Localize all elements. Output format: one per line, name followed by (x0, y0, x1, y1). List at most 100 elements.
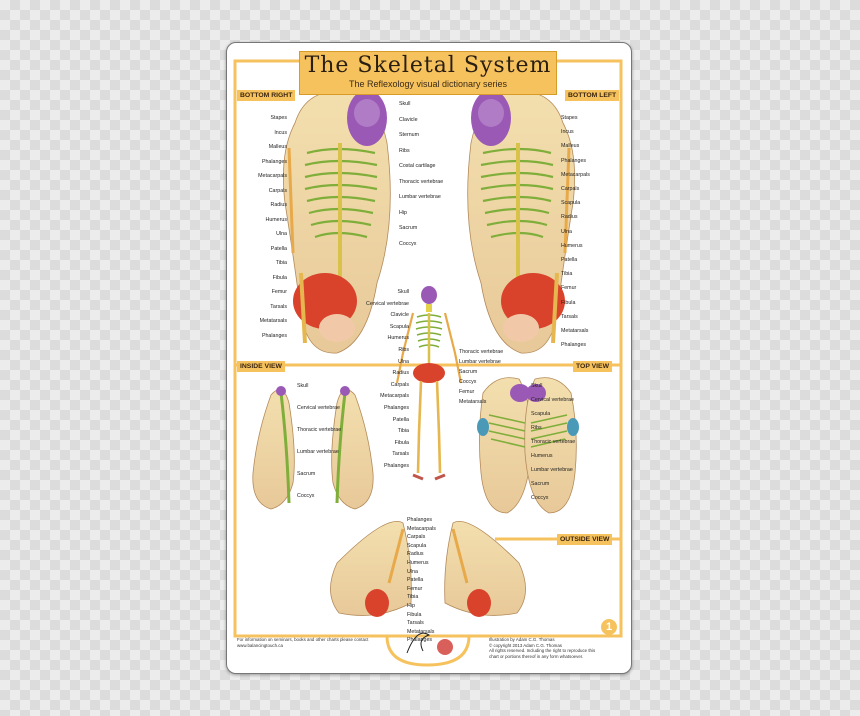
bone-label: Tibia (561, 271, 573, 278)
bone-label: Thoracic vertebrae (459, 349, 504, 355)
bone-label: Coccyx (399, 240, 417, 247)
bone-label: Lumbar vertebrae (459, 359, 501, 365)
bone-label: Radius (392, 370, 410, 377)
bone-label: Fibula (272, 274, 287, 281)
outside-view-feet (330, 521, 526, 655)
bone-label: Metacarpals (380, 393, 409, 400)
bone-label: Ribs (531, 425, 542, 431)
bone-label: Skull (531, 383, 543, 389)
bone-label: Hip (399, 209, 407, 216)
bone-label: Ulna (407, 568, 418, 575)
bone-label: Skull (397, 289, 409, 295)
bone-label: Hip (407, 603, 415, 609)
bone-label: Metacarpals (258, 173, 287, 179)
illustration (233, 59, 623, 667)
bone-label: Phalanges (561, 157, 587, 164)
footer-line: Illustration by Adam C.G. Thomas (489, 637, 555, 642)
bone-label: Metacarpals (561, 171, 590, 178)
bone-label: Thoracic vertebrae (297, 427, 342, 433)
bone-label: Patella (407, 577, 424, 584)
bone-label: Ribs (398, 347, 409, 353)
bone-label: Malleus (268, 144, 287, 150)
chart-subtitle: The Reflexology visual dictionary series (348, 79, 508, 89)
bone-label: Carpals (268, 187, 287, 194)
bone-label: Scapula (407, 542, 427, 549)
bone-label: Tibia (397, 428, 409, 435)
footer-line: All rights reserved. Including the right… (489, 648, 596, 654)
bone-label: Femur (271, 289, 287, 295)
bone-label: Lumbar vertebrae (399, 194, 441, 200)
bone-label: Sacrum (297, 471, 316, 477)
bone-label: Scapula (561, 200, 581, 207)
bone-label: Tarsals (270, 303, 287, 310)
bone-label: Skull (399, 101, 411, 107)
bone-label: Skull (297, 383, 309, 389)
bone-label: Femur (459, 389, 475, 395)
top-view-feet (477, 377, 579, 514)
bone-label: Thoracic vertebrae (399, 178, 444, 185)
bone-label: Lumbar vertebrae (531, 467, 573, 473)
footer-copyright: Illustration by Adam C.G. Thomas © copyr… (489, 637, 599, 659)
bone-label: Metatarsals (459, 399, 487, 405)
bone-label: Radius (270, 202, 288, 208)
bone-label: Coccyx (459, 379, 477, 385)
bone-label: Carpals (561, 186, 580, 192)
full-skeleton (395, 286, 463, 481)
bone-label: Cervical vertebrae (366, 300, 409, 307)
bone-label: Tarsals (561, 313, 578, 320)
bone-label: Incus (561, 129, 574, 136)
bone-label: Clavicle (390, 312, 409, 319)
bone-label: Stapes (270, 115, 288, 121)
bone-label: Ulna (276, 231, 287, 237)
bone-label: Cervical vertebrae (297, 405, 340, 411)
bone-label: Sacrum (531, 481, 550, 487)
bone-label: Lumbar vertebrae (297, 449, 339, 455)
bone-label: Coccyx (531, 495, 549, 501)
bone-label: Metatarsals (259, 318, 287, 324)
bone-label: Femur (407, 585, 423, 592)
bone-label: Humerus (265, 216, 288, 223)
bone-label: Scapula (531, 411, 551, 417)
bottom-right-foot (282, 90, 391, 354)
bone-label: Tarsals (407, 620, 424, 627)
bone-label: Coccyx (297, 493, 315, 499)
bone-label: Metatarsals (561, 328, 589, 334)
bottom-left-foot (467, 90, 576, 354)
bone-label: Carpals (407, 534, 426, 541)
bone-label: Phalanges (261, 158, 287, 165)
footer-url: www.balancingtouch.ca (237, 642, 283, 648)
bone-label: Patella (270, 245, 287, 252)
bone-label: Humerus (407, 560, 429, 566)
bone-label: Stapes (561, 115, 578, 121)
bone-label: Tibia (407, 594, 419, 601)
bone-label: Clavicle (399, 116, 418, 123)
section-top-view: TOP VIEW (573, 361, 612, 372)
bone-label: Phalanges (383, 405, 409, 411)
bone-label: Fibula (561, 299, 576, 306)
footer-contact: For information on seminars, books and o… (237, 637, 387, 648)
bone-label: Thoracic vertebrae (531, 439, 576, 445)
chart-title-box: The Skeletal System The Reflexology visu… (299, 51, 557, 95)
bone-label: Incus (274, 129, 287, 136)
bone-label: Metatarsals (407, 628, 435, 635)
footer-line: © copyright 2013 Adam C.G. Thomas (489, 642, 562, 648)
footer-line: chart or portions thereof in any form wh… (489, 653, 584, 659)
bone-label: Fibula (394, 439, 409, 446)
bone-label: Malleus (561, 143, 580, 150)
footer-contact-text: For information on seminars, books and o… (237, 637, 369, 642)
inside-view-feet (252, 386, 374, 510)
bone-label: Radius (561, 214, 578, 221)
bone-label: Ribs (399, 147, 410, 154)
bone-label: Ulna (561, 228, 572, 235)
chart-title: The Skeletal System (304, 53, 552, 78)
bone-label: Sacrum (459, 369, 478, 375)
section-outside-view: OUTSIDE VIEW (557, 534, 613, 545)
chart-card: The Skeletal System The Reflexology visu… (226, 42, 632, 674)
bone-label: Carpals (390, 381, 409, 388)
bone-label: Phalanges (383, 463, 409, 469)
bone-label: Costal cartilage (399, 163, 436, 169)
bone-label: Ulna (398, 358, 409, 365)
bone-label: Humerus (561, 242, 583, 249)
section-bottom-right: BOTTOM RIGHT (237, 90, 296, 101)
bone-label: Cervical vertebrae (531, 397, 574, 403)
